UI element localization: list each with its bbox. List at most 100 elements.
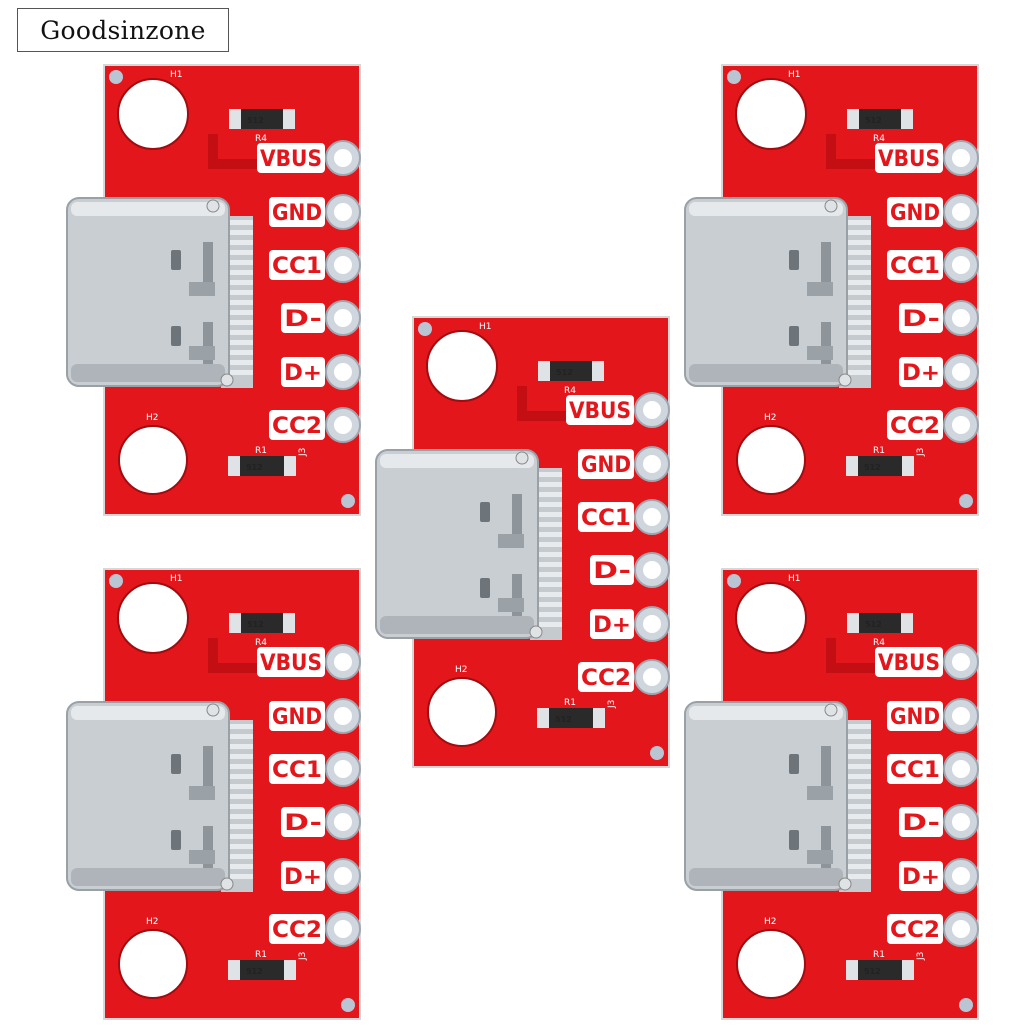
silk-h2: H2 <box>764 413 777 423</box>
pcb-board-bottom-right: H1 H2 512 R4 512 R1 J3 <box>684 568 979 1020</box>
pin-label-box <box>269 701 325 731</box>
connector-pin <box>845 784 871 789</box>
pin-label-text: D- <box>284 307 322 332</box>
connector-pin <box>227 804 253 809</box>
connector-pin <box>227 240 253 245</box>
silk-j3: J3 <box>607 700 617 709</box>
resistor-r4-value: 512 <box>865 116 882 125</box>
pin-label-text: CC2 <box>581 666 631 691</box>
resistor-r4: 512 R4 <box>847 109 913 144</box>
pin-hole <box>334 813 352 831</box>
connector-pin <box>536 522 562 527</box>
mount-hole-ring <box>735 78 807 150</box>
resistor-r4-value: 512 <box>247 620 264 629</box>
pin-label-text: VBUS <box>260 651 322 676</box>
connector-pin <box>845 824 871 829</box>
usb-c-connector <box>66 197 253 388</box>
pin-d-minus: D- <box>281 804 361 840</box>
pin-vbus: VBUS <box>875 644 979 680</box>
silk-h1: H1 <box>788 574 801 584</box>
pin-cc2: CC2 <box>269 911 361 947</box>
silk-h2: H2 <box>455 665 468 675</box>
connector-pin <box>845 300 871 305</box>
silk-r4: R4 <box>873 134 885 144</box>
pin-label-text: VBUS <box>260 147 322 172</box>
mount-hole-ring <box>118 929 188 999</box>
mount-hole-h2 <box>428 678 496 746</box>
mount-hole-ring <box>426 330 498 402</box>
connector-pin <box>536 622 562 627</box>
connector-pin <box>227 340 253 345</box>
pin-d-minus: D- <box>590 552 670 588</box>
resistor-r1-value: 512 <box>864 463 881 472</box>
connector-pin <box>845 320 871 325</box>
resistor-r4: 512 R4 <box>538 361 604 396</box>
pin-label-text: GND <box>272 201 322 226</box>
connector-pin <box>227 300 253 305</box>
pin-hole <box>952 149 970 167</box>
corner-pad <box>650 746 664 760</box>
pin-label-box <box>269 410 325 440</box>
trace <box>208 134 273 169</box>
connector-pin <box>227 754 253 759</box>
connector-pin <box>536 592 562 597</box>
pin-label-text: D- <box>902 811 940 836</box>
connector-pin <box>536 482 562 487</box>
pin-label-box <box>875 143 943 173</box>
connector-pin <box>227 834 253 839</box>
pin-label-box <box>257 647 325 677</box>
pcb-svg: H1 H2 512 R4 512 R1 J3 <box>66 568 361 1020</box>
pcb-svg: H1 H2 512 R4 512 R1 J3 <box>375 316 670 768</box>
pin-cc2: CC2 <box>578 659 670 695</box>
resistor-r1-value: 512 <box>555 715 572 724</box>
pin-label-box <box>269 250 325 280</box>
pin-label-box <box>899 861 943 891</box>
mount-hole-h2 <box>119 930 187 998</box>
pin-cc1: CC1 <box>578 499 670 535</box>
connector-pin <box>845 744 871 749</box>
connector-pin <box>536 472 562 477</box>
pin-hole <box>643 455 661 473</box>
pin-d-plus: D+ <box>590 606 670 642</box>
pin-gnd: GND <box>578 446 670 482</box>
connector-pin <box>227 784 253 789</box>
pin-label-text: D+ <box>902 865 940 890</box>
pcb-board-top-left: H1 H2 512 R4 512 R1 J3 <box>66 64 361 516</box>
connector-pin <box>536 532 562 537</box>
pcb-svg: H1 H2 512 R4 512 R1 J3 <box>66 64 361 516</box>
pin-label-box <box>899 357 943 387</box>
pin-hole <box>334 203 352 221</box>
connector-pin <box>227 280 253 285</box>
pin-hole <box>334 760 352 778</box>
connector-pin <box>227 734 253 739</box>
pin-d-plus: D+ <box>281 858 361 894</box>
pin-hole <box>952 920 970 938</box>
pcb-board-top-right: H1 H2 512 R4 512 R1 J3 <box>684 64 979 516</box>
connector-pin <box>845 724 871 729</box>
connector-pin <box>845 250 871 255</box>
pin-hole <box>334 920 352 938</box>
pin-label-text: D+ <box>284 361 322 386</box>
connector-pin <box>845 764 871 769</box>
pin-label-text: D+ <box>284 865 322 890</box>
pin-hole <box>952 203 970 221</box>
connector-pin <box>227 260 253 265</box>
silk-h2: H2 <box>764 917 777 927</box>
pin-label-box <box>590 555 634 585</box>
connector-pin <box>845 754 871 759</box>
usb-c-connector <box>66 701 253 892</box>
pin-label-box <box>887 250 943 280</box>
mount-hole-h1 <box>118 79 188 149</box>
silk-h1: H1 <box>788 70 801 80</box>
pin-label-box <box>269 914 325 944</box>
pin-label-box <box>257 143 325 173</box>
resistor-r4-value: 512 <box>865 620 882 629</box>
connector-pin <box>845 874 871 879</box>
corner-pad <box>109 574 123 588</box>
pin-hole <box>643 615 661 633</box>
corner-pad <box>959 998 973 1012</box>
pin-gnd: GND <box>887 194 979 230</box>
